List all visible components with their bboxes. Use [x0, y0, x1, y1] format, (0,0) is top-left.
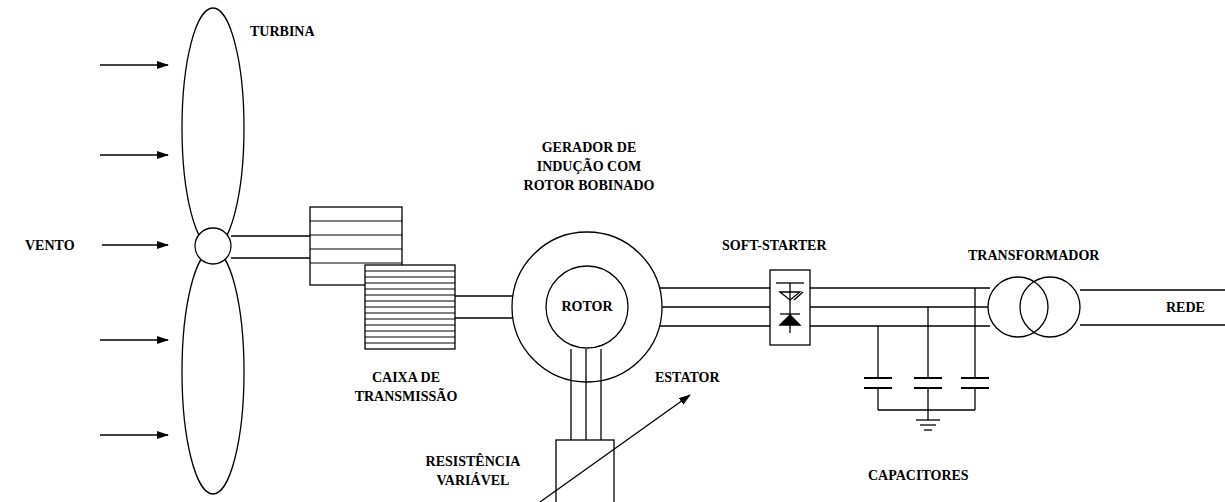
wire: [810, 306, 988, 307]
grid-wire: [1080, 289, 1225, 290]
gear-tooth-line: [310, 221, 402, 222]
gear-teeth: [365, 271, 455, 343]
rotor-circle: ROTOR: [545, 265, 629, 349]
gear-tooth-line: [365, 331, 455, 332]
capacitor-lead: [877, 388, 878, 410]
shaft: [231, 257, 310, 258]
gear-small: [365, 265, 455, 349]
wind-arrow: [102, 244, 168, 245]
grid-label: REDE: [1166, 298, 1221, 317]
capacitor-symbol: [864, 378, 989, 388]
gear-tooth-line: [365, 271, 455, 272]
generator-label: GERADOR DE INDUÇÃO COM ROTOR BOBINADO: [510, 138, 668, 195]
gear-tooth-line: [365, 301, 455, 302]
gear-tooth-line: [310, 263, 402, 264]
ground-symbol: [924, 429, 932, 430]
gear-tooth-line: [365, 319, 455, 320]
capacitor-lead: [974, 388, 975, 410]
capacitor-lead: [927, 388, 928, 410]
transformer-label: TRANSFORMADOR: [968, 246, 1118, 265]
transformer-winding: [1020, 277, 1080, 337]
gear-tooth-line: [365, 277, 455, 278]
transformer-winding: [988, 277, 1048, 337]
gear-tooth-line: [365, 313, 455, 314]
rotor-lead: [585, 349, 586, 440]
wind-arrow: [100, 154, 168, 155]
wind-label: VENTO: [25, 236, 97, 255]
soft-starter-box: [770, 270, 810, 345]
ground-symbol: [920, 424, 936, 425]
turbine-blade: [182, 250, 244, 494]
rotor-lead: [600, 349, 601, 440]
gear-tooth-line: [365, 295, 455, 296]
turbine-hub: [195, 228, 231, 264]
stator-label: ESTATOR: [655, 368, 745, 387]
wind-arrow: [100, 339, 168, 340]
ground-symbol: [916, 419, 940, 420]
wind-arrow: [100, 64, 168, 65]
capacitor-label: CAPACITORES: [868, 466, 998, 485]
resistor-label: RESISTÊNCIA VARIÁVEL: [410, 452, 536, 490]
thyristor-symbol: [780, 313, 800, 314]
turbine-label: TURBINA: [250, 22, 370, 41]
capacitor-lead: [927, 307, 928, 378]
gear-tooth-line: [365, 289, 455, 290]
gear-tooth-line: [365, 325, 455, 326]
node-text: ROTOR: [561, 299, 612, 315]
ground-symbol: [927, 410, 928, 420]
wire: [660, 325, 770, 326]
wire: [662, 306, 770, 307]
stator-circle: [512, 232, 662, 382]
resistor-symbol: [556, 440, 614, 502]
wire: [660, 287, 770, 288]
capacitor-lead: [877, 326, 878, 378]
turbine-blade: [182, 8, 244, 248]
variable-arrow: [540, 395, 690, 502]
gear-tooth-line: [310, 235, 402, 236]
wire: [810, 325, 990, 326]
gearbox-label: CAIXA DE TRANSMISSÃO: [340, 368, 472, 406]
gear-tooth-line: [310, 249, 402, 250]
rotor-lead: [570, 349, 571, 440]
capacitor-bus: [878, 409, 975, 410]
gear-tooth-line: [365, 283, 455, 284]
wind-arrow: [100, 434, 168, 435]
gear-tooth-line: [365, 337, 455, 338]
shaft: [231, 235, 310, 236]
wire: [810, 287, 990, 288]
gear-tooth-line: [365, 307, 455, 308]
gear-teeth: [310, 221, 402, 263]
gear-tooth-line: [365, 343, 455, 344]
capacitor-lead: [974, 288, 975, 378]
thyristor-symbol: [780, 315, 800, 325]
thyristor-gate: [794, 292, 803, 300]
soft-starter-label: SOFT-STARTER: [722, 236, 852, 255]
grid-wire: [1080, 324, 1225, 325]
